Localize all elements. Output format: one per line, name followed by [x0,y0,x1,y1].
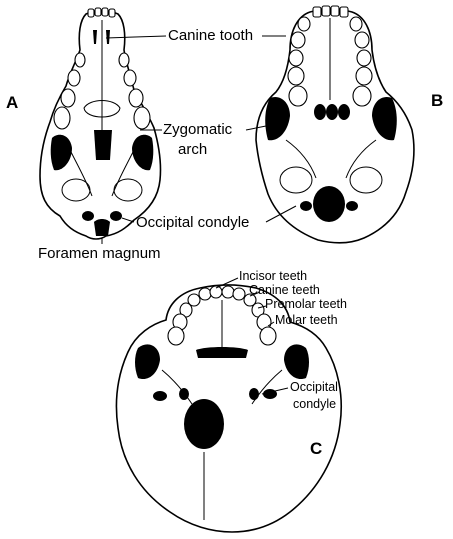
skull-b-occipital-condyle-right [346,201,358,211]
skull-a-cheek-teeth [53,52,151,130]
label-molar-teeth: Molar teeth [275,313,338,327]
skull-a [39,7,162,240]
leader-canine-tooth [105,35,167,39]
skull-b-palatine-openings [314,104,350,120]
skull-a-choanae [94,130,112,160]
skull-b-occipital-condyle-left [300,201,312,211]
label-canine-tooth: Canine tooth [168,27,253,44]
skull-b-zygomatic-arch-right [372,96,397,141]
skull-c-ear-opening-left [153,391,167,401]
label-foramen-magnum: Foramen magnum [38,245,161,262]
leader-incisor-teeth [215,277,239,289]
label-zygomatic-line2: arch [178,141,207,158]
skull-a-bulla-right [113,178,143,202]
label-occipital-condyle-c-line2: condyle [293,397,336,411]
leader-occipital-condyle-b [265,205,297,223]
skull-a-canine-right [106,30,110,44]
leader-occipital-condyle-a [121,217,135,223]
skull-a-bulla-left [61,178,91,202]
panel-b-letter: B [431,91,443,110]
skull-a-basicranium-left [69,149,93,197]
skull-c-occipital-condyle-right [249,388,259,400]
skull-c-teeth-arch [167,285,277,346]
skull-a-basicranium-right [111,149,135,197]
skull-a-palate-back [83,100,121,118]
skull-a-incisors [87,7,116,18]
skull-c-occipital-condyle-left [179,388,189,400]
label-occipital-condyle-a: Occipital condyle [136,214,249,231]
skull-a-occipital-condyle-right [110,211,122,221]
leader-canine-teeth [249,291,261,297]
panel-a-letter: A [6,93,18,112]
skull-c-choanae [196,347,248,358]
skull-c-basicranium-right [251,369,283,405]
skull-b-bulla-right [349,166,383,194]
skull-c-foramen-magnum [184,399,224,449]
leader-molar-teeth [267,321,275,327]
skull-b-foramen-magnum [313,186,345,222]
skull-b-outline [255,8,415,244]
skull-b-basicranium-right [345,139,377,179]
skull-a-canine-left [93,30,97,44]
skull-a-occipital-condyle-left [82,211,94,221]
skull-b-cheek-teeth [287,16,373,107]
skull-c-zygomatic-left [135,344,160,380]
skull-a-foramen-magnum [94,219,110,236]
label-premolar-teeth: Premolar teeth [265,297,347,311]
skull-c-zygomatic-right [284,344,309,380]
skull-b-basicranium-left [285,139,317,179]
label-canine-teeth: Canine teeth [249,283,320,297]
label-occipital-condyle-c-line1: Occipital [290,380,338,394]
skull-c [115,284,343,533]
skull-a-zygomatic-arch-right [132,134,154,171]
skull-c-basicranium-left [161,369,193,405]
skull-c-outline [115,284,343,533]
leader-premolar-teeth [257,305,267,309]
skull-b-zygomatic-arch-left [265,96,290,141]
skull-c-ear-opening-right [263,389,277,399]
skull-b-incisors [312,5,349,18]
label-zygomatic-line1: Zygomatic [163,121,233,138]
skull-b [255,5,415,244]
panel-c-letter: C [310,439,322,458]
skull-a-zygomatic-arch-left [50,134,72,171]
label-incisor-teeth: Incisor teeth [239,269,307,283]
skull-b-bulla-left [279,166,313,194]
leader-occipital-condyle-c [261,387,289,395]
